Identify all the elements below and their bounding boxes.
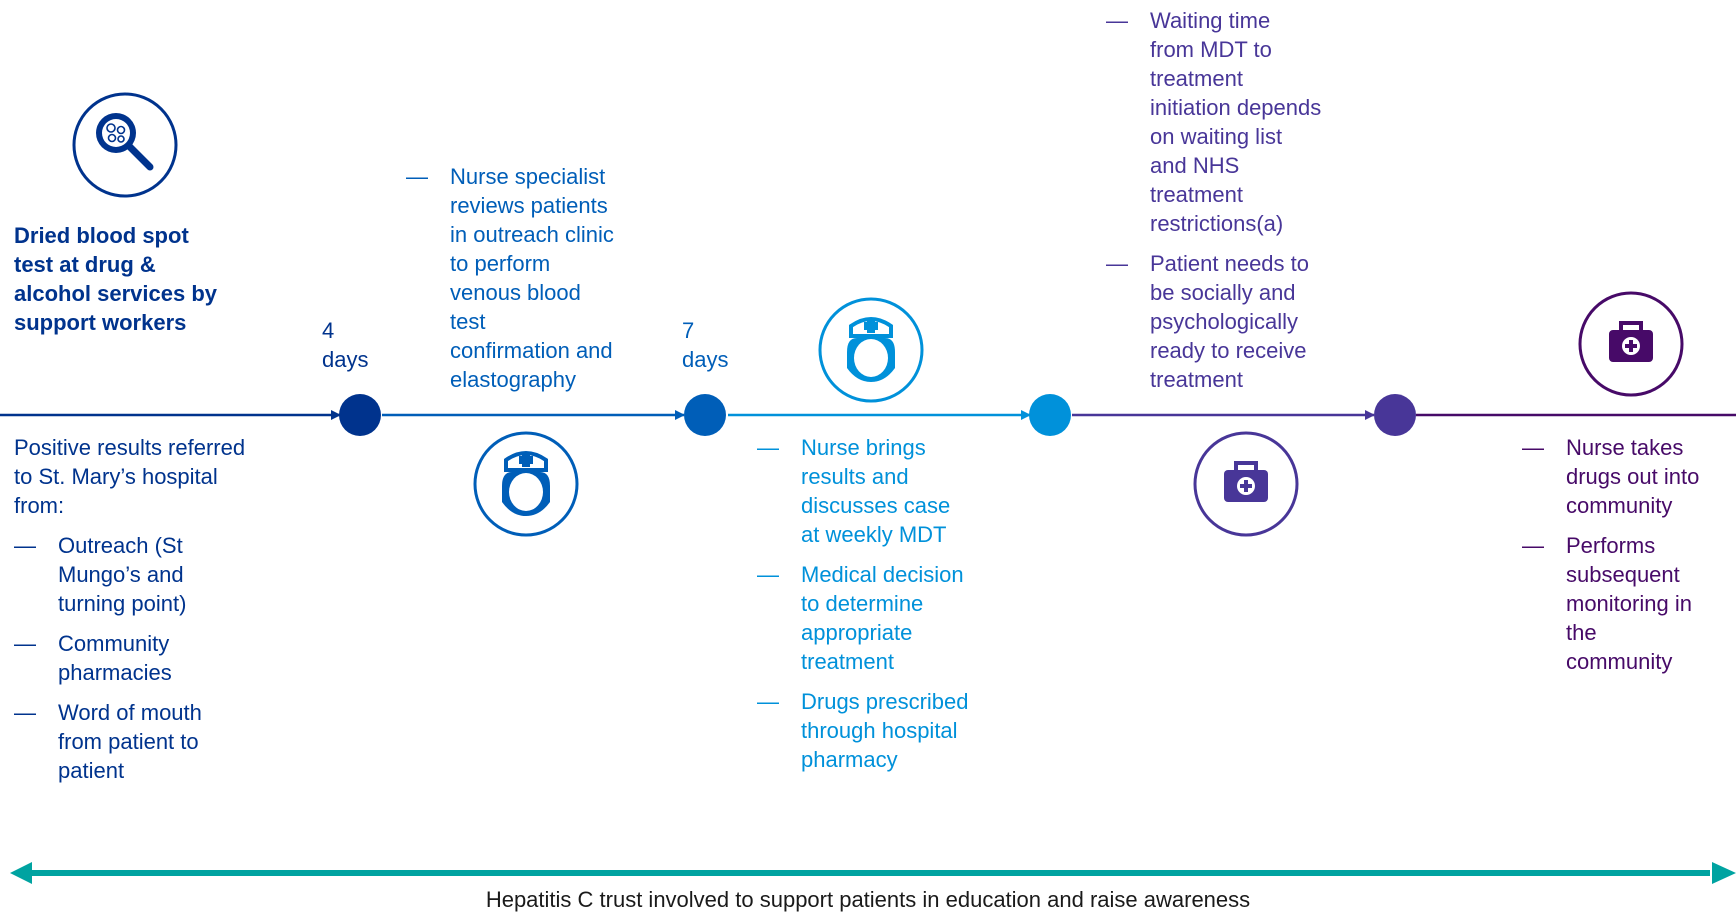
nurse-icon — [472, 430, 580, 538]
medical-bag-icon — [1577, 290, 1685, 398]
list-item: — Outreach (St Mungo’s and turning point… — [14, 533, 187, 616]
step1-title: Dried blood spot test at drug & alcohol … — [14, 223, 217, 335]
medical-bag-icon — [1192, 430, 1300, 538]
list-item: — Nurse takes drugs out into community — [1522, 435, 1700, 518]
step3-bullet-list: — Nurse brings results and discusses cas… — [757, 433, 969, 774]
step2-bullet-list: — Nurse specialist reviews patients in o… — [406, 162, 614, 394]
list-item: — Patient needs to be socially and psych… — [1106, 251, 1310, 392]
step1-details: Positive results referred to St. Mary’s … — [14, 433, 245, 796]
timeline-node-2 — [684, 394, 726, 436]
gap1-duration: 4 days — [322, 318, 369, 372]
list-item: — Waiting time from MDT to treatment ini… — [1106, 8, 1322, 236]
timeline-node-3 — [1029, 394, 1071, 436]
nurse-icon — [817, 296, 925, 404]
timeline-node-1 — [339, 394, 381, 436]
list-item: — Nurse brings results and discusses cas… — [757, 435, 951, 547]
list-item: — Drugs prescribed through hospital phar… — [757, 689, 969, 772]
step5-details: — Nurse takes drugs out into community —… — [1522, 433, 1699, 687]
magnifier-cells-icon — [70, 90, 180, 200]
step3-details: — Nurse brings results and discusses cas… — [757, 433, 969, 785]
list-item: — Nurse specialist reviews patients in o… — [406, 164, 614, 392]
step4-details: — Waiting time from MDT to treatment ini… — [1106, 6, 1321, 405]
footer-caption: Hepatitis C trust involved to support pa… — [485, 887, 1251, 912]
list-item: — Performs subsequent monitoring in the … — [1522, 533, 1692, 674]
timeline-node-4 — [1374, 394, 1416, 436]
list-item: — Community pharmacies — [14, 631, 172, 685]
gap2-duration: 7 days — [682, 318, 729, 372]
step4-bullet-list: — Waiting time from MDT to treatment ini… — [1106, 6, 1321, 394]
step5-bullet-list: — Nurse takes drugs out into community —… — [1522, 433, 1699, 676]
step2-details: — Nurse specialist reviews patients in o… — [406, 162, 614, 405]
list-item: — Word of mouth from patient to patient — [14, 700, 202, 783]
step1-bullet-list: — Outreach (St Mungo’s and turning point… — [14, 531, 245, 785]
list-item: — Medical decision to determine appropri… — [757, 562, 964, 674]
step1-intro: Positive results referred to St. Mary’s … — [14, 435, 246, 518]
awareness-arrow — [10, 862, 1736, 884]
